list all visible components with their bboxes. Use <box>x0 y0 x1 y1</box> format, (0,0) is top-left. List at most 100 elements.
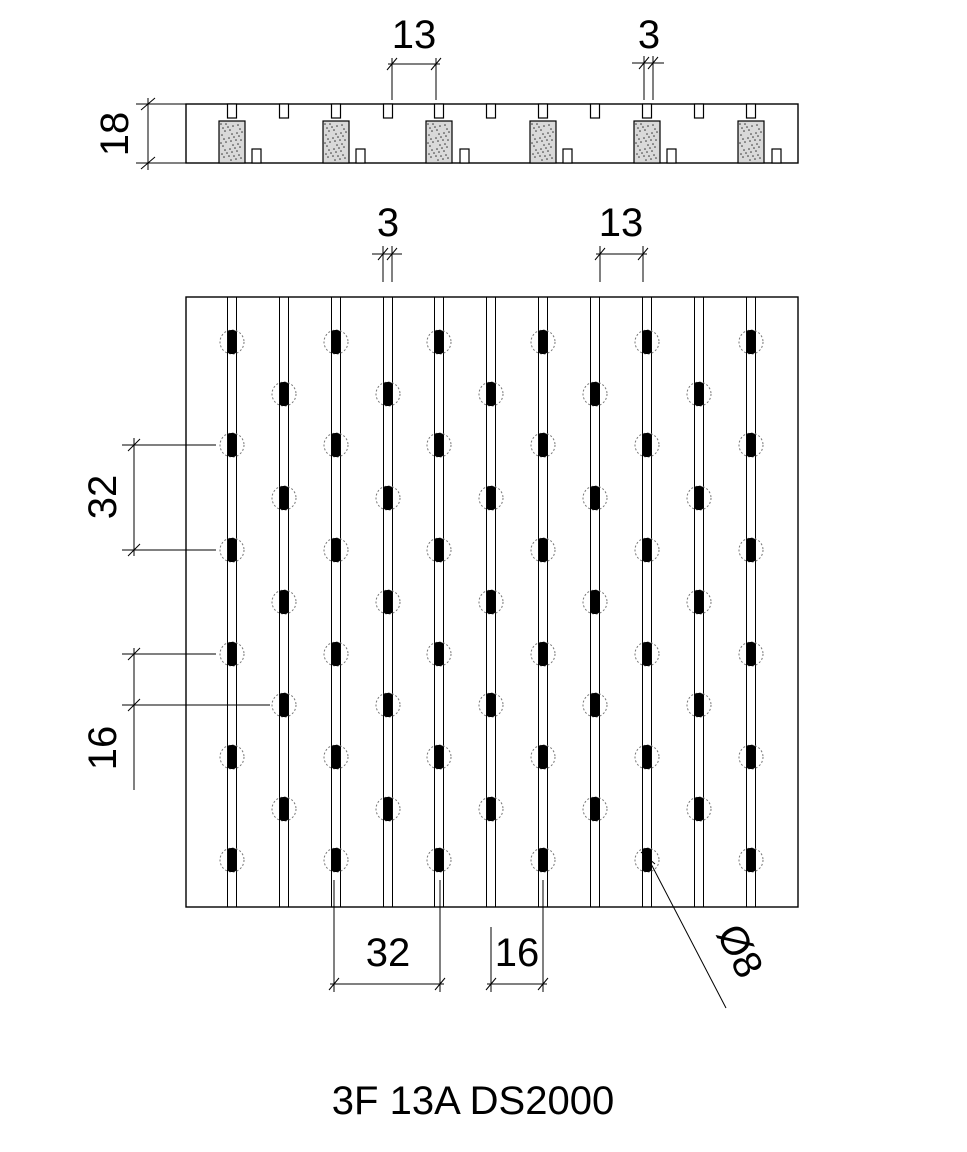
hole <box>426 329 452 355</box>
insert-speckle <box>645 159 647 161</box>
hole-slot <box>279 382 289 406</box>
insert-speckle <box>223 156 225 158</box>
insert-speckle <box>547 150 549 152</box>
insert-speckle <box>533 127 535 129</box>
hole <box>271 796 297 822</box>
insert-speckle <box>329 141 331 143</box>
insert-speckle <box>436 148 438 150</box>
section-slot <box>355 148 366 164</box>
hole-slot <box>590 797 600 821</box>
insert-speckle <box>646 151 648 153</box>
plan-groove-label: 13 <box>599 201 644 245</box>
hole-slot <box>227 433 237 457</box>
insert-speckle <box>445 154 447 156</box>
insert-speckle <box>447 157 449 159</box>
insert-speckle <box>226 152 228 154</box>
insert-speckle <box>233 136 235 138</box>
insert-speckle <box>237 143 239 145</box>
insert-speckle <box>651 132 653 134</box>
hole-slot <box>434 538 444 562</box>
insert-speckle <box>533 145 535 147</box>
insert-speckle <box>751 144 753 146</box>
insert-speckle <box>225 141 227 143</box>
insert-speckle <box>532 153 534 155</box>
hole <box>634 744 660 770</box>
hole <box>634 329 660 355</box>
hole-slot <box>331 433 341 457</box>
hole-slot <box>746 642 756 666</box>
insert-speckle <box>435 155 437 157</box>
insert-speckle <box>444 124 446 126</box>
hole-slot <box>279 797 289 821</box>
hole-slot <box>746 433 756 457</box>
row-spacing-label: 32 <box>81 475 125 520</box>
hole-slot <box>331 642 341 666</box>
insert-speckle <box>444 143 446 145</box>
insert-speckle <box>757 135 759 137</box>
insert-speckle <box>235 139 237 141</box>
insert-speckle <box>437 140 439 142</box>
insert-speckle <box>433 152 435 154</box>
insert-speckle <box>536 123 538 125</box>
hole <box>478 692 504 718</box>
insert-speckle <box>551 139 553 141</box>
insert-speckle <box>341 143 343 145</box>
insert-speckle <box>230 159 232 161</box>
hole-slot <box>642 330 652 354</box>
insert-speckle <box>550 128 552 130</box>
hole-slot <box>383 382 393 406</box>
insert-speckle <box>756 143 758 145</box>
hole <box>426 641 452 667</box>
insert-speckle <box>331 126 333 128</box>
insert-speckle <box>539 137 541 139</box>
insert-speckle <box>750 133 752 135</box>
row-spacing-dimension: 32 <box>81 438 216 557</box>
section-slot <box>666 148 677 164</box>
insert-speckle <box>427 142 429 144</box>
insert-speckle <box>740 153 742 155</box>
hole <box>686 381 712 407</box>
hole-slot <box>590 382 600 406</box>
hole <box>219 329 245 355</box>
insert-speckle <box>749 140 751 142</box>
insert-speckle <box>640 123 642 125</box>
plan-gap-label: 3 <box>377 201 399 245</box>
hole <box>686 692 712 718</box>
insert-speckle <box>759 157 761 159</box>
insert-speckle <box>653 135 655 137</box>
insert-speckle <box>324 142 326 144</box>
hole-slot <box>486 693 496 717</box>
insert-speckle <box>752 136 754 138</box>
insert-speckle <box>545 147 547 149</box>
insert-speckle <box>443 132 445 134</box>
insert-speckle <box>231 133 233 135</box>
insert-speckle <box>750 151 752 153</box>
insert-speckle <box>343 128 345 130</box>
insert-speckle <box>549 135 551 137</box>
insert-speckle <box>637 145 639 147</box>
section-groove <box>745 103 757 119</box>
insert-speckle <box>337 155 339 157</box>
section-groove <box>589 103 601 119</box>
insert-speckle <box>535 130 537 132</box>
insert-speckle <box>430 156 432 158</box>
insert-speckle <box>229 129 231 131</box>
section-groove <box>641 103 653 119</box>
insert-speckle <box>637 127 639 129</box>
insert-speckle <box>747 137 749 139</box>
insert-speckle <box>541 140 543 142</box>
hole <box>686 796 712 822</box>
section-slot <box>771 148 782 164</box>
hole <box>271 692 297 718</box>
insert-speckle <box>546 158 548 160</box>
hole <box>323 537 349 563</box>
insert-speckle <box>755 132 757 134</box>
hole-slot <box>590 486 600 510</box>
hole <box>323 847 349 873</box>
section-groove <box>330 103 342 119</box>
insert-speckle <box>548 124 550 126</box>
col-spacing-label: 32 <box>366 931 411 975</box>
hole <box>375 692 401 718</box>
insert-speckle <box>744 123 746 125</box>
insert-speckle <box>643 137 645 139</box>
